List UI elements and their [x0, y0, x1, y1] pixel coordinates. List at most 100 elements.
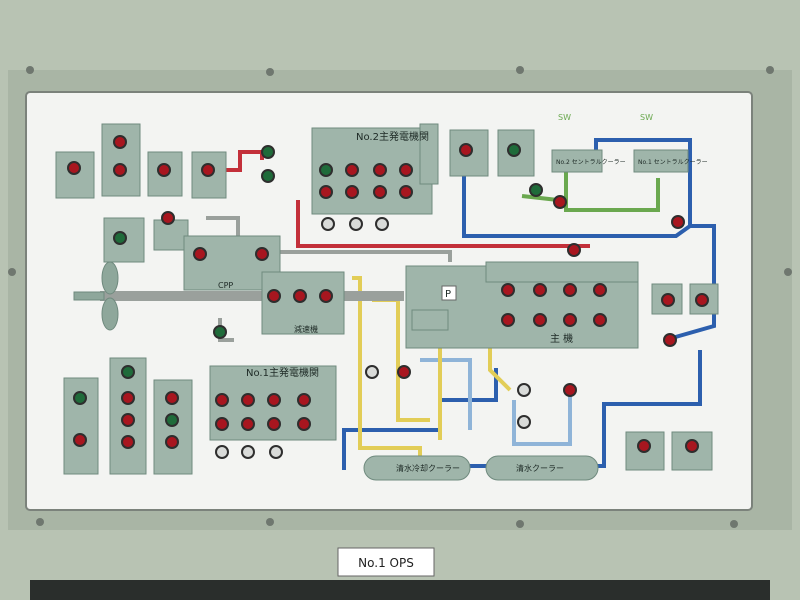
indicator-lamp	[121, 365, 135, 379]
indicator-lamp	[297, 393, 311, 407]
pipe-lightblue-2	[420, 358, 472, 430]
indicator-lamp	[663, 333, 677, 347]
indicator-lamp	[399, 163, 413, 177]
indicator-lamp	[397, 365, 411, 379]
pipe-green-2	[521, 194, 559, 202]
indicator-lamp	[563, 383, 577, 397]
block-left-2	[101, 123, 141, 197]
indicator-lamp	[297, 417, 311, 431]
indicator-lamp	[533, 283, 547, 297]
indicator-lamp	[695, 293, 709, 307]
indicator-lamp	[113, 135, 127, 149]
indicator-lamp	[459, 143, 473, 157]
indicator-lamp	[157, 163, 171, 177]
indicator-lamp	[319, 289, 333, 303]
central-cooler-1-box	[633, 149, 689, 173]
p-box	[441, 285, 457, 301]
propeller-icon	[73, 261, 119, 331]
indicator-lamp	[345, 163, 359, 177]
indicator-lamp	[201, 163, 215, 177]
block-left-1	[55, 151, 95, 199]
indicator-lamp	[113, 231, 127, 245]
indicator-lamp	[269, 445, 283, 459]
indicator-lamp	[215, 417, 229, 431]
pipe-red-2	[296, 200, 590, 248]
gen1-title: No.1主発電機関	[246, 366, 319, 379]
indicator-lamp	[365, 365, 379, 379]
indicator-lamp	[293, 289, 307, 303]
p-label: P	[445, 289, 451, 300]
indicator-lamp	[533, 313, 547, 327]
indicator-lamp	[319, 185, 333, 199]
cooler-1-body	[363, 455, 471, 481]
pipe-green	[564, 154, 660, 212]
indicator-lamp	[517, 383, 531, 397]
indicator-lamp	[73, 433, 87, 447]
indicator-lamp	[121, 413, 135, 427]
central-cooler-2-label: No.2 セントラルクーラー	[556, 159, 626, 166]
indicator-lamp	[267, 393, 281, 407]
indicator-lamp	[563, 283, 577, 297]
indicator-lamp	[215, 393, 229, 407]
gen2-title: No.2主発電機関	[356, 130, 429, 143]
indicator-lamp	[567, 243, 581, 257]
indicator-lamp	[399, 185, 413, 199]
indicator-lamp	[261, 145, 275, 159]
label-plate	[337, 547, 435, 577]
indicator-lamp	[501, 313, 515, 327]
indicator-lamp	[241, 417, 255, 431]
sw-out-1: SW	[558, 113, 571, 122]
indicator-lamp	[161, 211, 175, 225]
sw-out-2: SW	[640, 113, 653, 122]
indicator-lamp	[373, 185, 387, 199]
indicator-lamp	[213, 325, 227, 339]
console-edge	[30, 580, 770, 600]
indicator-lamp	[345, 185, 359, 199]
indicator-lamp	[165, 391, 179, 405]
indicator-lamp	[165, 413, 179, 427]
indicator-lamp	[73, 391, 87, 405]
indicator-lamp	[661, 293, 675, 307]
indicator-lamp	[671, 215, 685, 229]
indicator-lamp	[593, 283, 607, 297]
indicator-lamp	[529, 183, 543, 197]
indicator-lamp	[215, 445, 229, 459]
indicator-lamp	[193, 247, 207, 261]
pipe-blue-right	[671, 224, 716, 340]
indicator-lamp	[501, 283, 515, 297]
indicator-lamp	[255, 247, 269, 261]
indicator-lamp	[637, 439, 651, 453]
gearbox-label: 減速機	[294, 324, 318, 334]
indicator-lamp	[165, 435, 179, 449]
indicator-lamp	[517, 415, 531, 429]
indicator-lamp	[507, 143, 521, 157]
cpp-label: CPP	[218, 281, 233, 290]
block-gen2-ext	[419, 123, 439, 185]
indicator-lamp	[321, 217, 335, 231]
block-main-engine-top	[485, 261, 639, 283]
indicator-lamp	[267, 417, 281, 431]
indicator-lamp	[261, 169, 275, 183]
main-engine-label: 主 機	[550, 332, 573, 345]
indicator-lamp	[113, 163, 127, 177]
cooler-2-label: 清水クーラー	[516, 463, 564, 473]
indicator-lamp	[685, 439, 699, 453]
indicator-lamp	[373, 163, 387, 177]
indicator-lamp	[319, 163, 333, 177]
indicator-lamp	[375, 217, 389, 231]
indicator-lamp	[241, 445, 255, 459]
indicator-lamps	[67, 135, 709, 459]
indicator-lamp	[241, 393, 255, 407]
block-gearbox	[261, 271, 345, 335]
central-cooler-2-box	[551, 149, 603, 173]
coolers	[363, 149, 719, 481]
indicator-lamp	[67, 161, 81, 175]
screws	[8, 66, 792, 528]
indicator-lamp	[553, 195, 567, 209]
indicator-lamp	[121, 435, 135, 449]
cooler-2-body	[485, 455, 599, 481]
indicator-lamp	[267, 289, 281, 303]
pipe-lightblue	[512, 386, 572, 446]
indicator-lamp	[349, 217, 363, 231]
